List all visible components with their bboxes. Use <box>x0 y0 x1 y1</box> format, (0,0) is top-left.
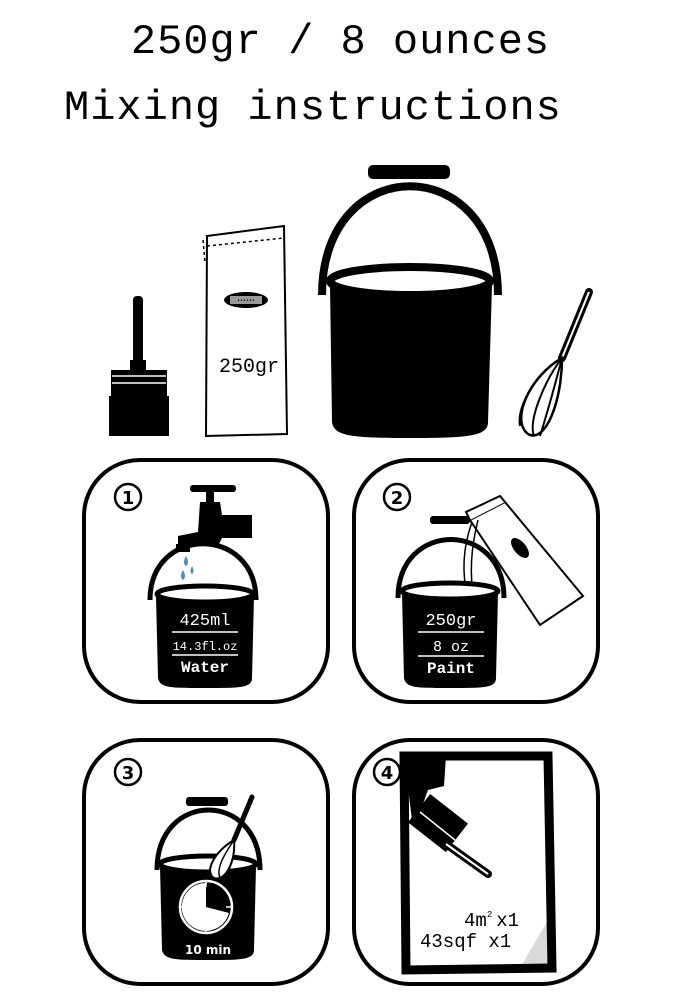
paint-bag-icon: •••••• 250gr <box>202 224 289 438</box>
svg-text:3: 3 <box>122 763 135 784</box>
pour-bag-icon <box>463 494 585 627</box>
step-panel-1 <box>82 458 330 704</box>
svg-text:2: 2 <box>391 488 404 509</box>
whisk-small-icon <box>209 794 255 880</box>
paint-amount-oz: 8 oz <box>433 639 469 656</box>
whisk-icon <box>518 288 593 437</box>
paint-pot-icon <box>318 165 502 438</box>
coverage-imperial: 43sqf x1 <box>420 931 511 953</box>
water-amount-floz: 14.3fl.oz <box>173 640 238 654</box>
paint-pot-step2-icon: 250gr 8 oz Paint <box>395 516 507 688</box>
timer-icon: 10 min <box>178 879 234 957</box>
step-number-3: 3 <box>113 757 143 787</box>
svg-text:4: 4 <box>381 763 394 784</box>
water-amount-ml: 425ml <box>179 612 230 631</box>
paint-amount-gr: 250gr <box>425 612 476 631</box>
svg-text:••••••: •••••• <box>237 298 255 304</box>
page-title-instructions: Mixing instructions <box>64 84 562 132</box>
water-label: Water <box>181 659 229 677</box>
page-title-weight: 250gr / 8 ounces <box>130 18 551 66</box>
bag-weight-label: 250gr <box>219 356 279 379</box>
timer-label: 10 min <box>185 943 231 957</box>
brush-in-frame-icon <box>408 794 492 878</box>
step-number-2: 2 <box>382 482 412 512</box>
paint-label: Paint <box>427 660 475 678</box>
water-pot-icon: 425ml 14.3fl.oz Water <box>147 541 259 688</box>
svg-text:1: 1 <box>122 488 135 509</box>
step-number-4: 4 <box>372 757 402 787</box>
paintbrush-icon <box>109 296 169 436</box>
paint-frame-icon <box>399 751 557 975</box>
step-number-1: 1 <box>113 482 143 512</box>
